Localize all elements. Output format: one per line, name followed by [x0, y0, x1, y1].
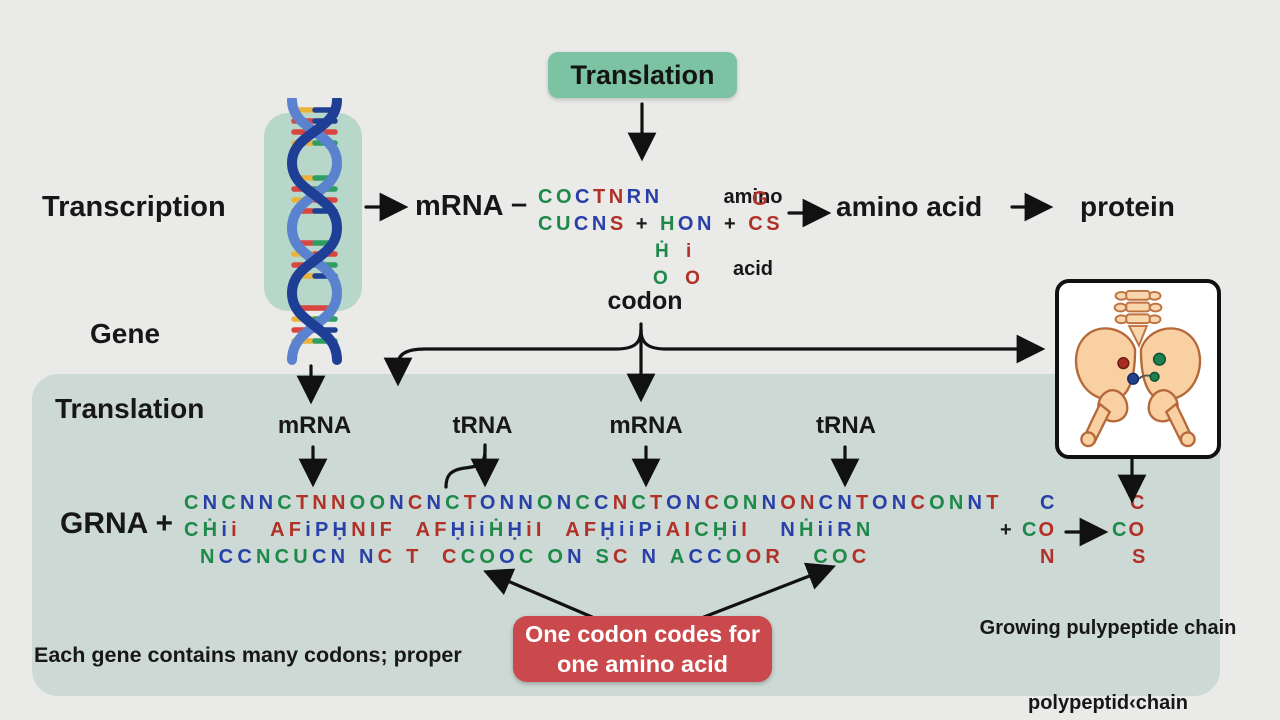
strand-label-mrna-2: mRNA	[609, 412, 683, 439]
codon-label: codon	[607, 287, 683, 315]
translation-badge: Translation	[548, 52, 737, 98]
stack2-top: C	[1130, 492, 1149, 514]
mrna-sequence-row1: COCTNRN	[538, 186, 663, 208]
mrna-top-label: mRNA	[415, 190, 504, 222]
growing-chain-caption: Growing pulypeptide chain polypeptid‹cha…	[979, 617, 1237, 714]
grna-label: GRNA +	[60, 507, 174, 540]
pelvis-bones-icon	[1074, 289, 1202, 448]
codon-sequence-row2: CḢii AFiPḤNIF AFḤiiḢḤiI AFḤiiPiAICḤiI NḢ…	[184, 519, 875, 541]
amino-acid-large-label: amino acid	[836, 191, 983, 222]
trait-image-box	[1055, 279, 1221, 459]
transcription-label: Transcription	[42, 191, 226, 223]
mrna-sequence-row2: CUCNS + HON + CS	[538, 213, 784, 235]
codon-sequence-row1: CNCNNCTNNOONCNCTONNONCCNCTONCONNONCNTONC…	[184, 492, 1003, 514]
translation-badge-label: Translation	[570, 59, 715, 90]
codon-sequence-row3: NCCNCUCN NC T CCOOC ON SC N ACCOOR COC	[200, 546, 871, 568]
gene-codon-note: Each gene contains many codons; proper c…	[34, 643, 462, 667]
codon-rule-badge: One codon codes for one amino acid	[513, 616, 772, 682]
plus-sign: +	[1000, 519, 1016, 541]
strand-label-trna-2: tRNA	[816, 412, 876, 439]
dna-helix-icon	[286, 98, 343, 365]
box-translation-label: Translation	[55, 393, 205, 424]
formula-row4: O O	[653, 268, 706, 289]
gene-label: Gene	[90, 318, 161, 349]
protein-label: protein	[1080, 191, 1175, 222]
amino-acid-small-label: amino acid	[723, 186, 783, 280]
amino-acid-letter: G	[752, 188, 772, 210]
stack1-top: C	[1040, 492, 1059, 514]
stack2-mid: CO	[1112, 519, 1147, 541]
stack2-bottom: S	[1132, 546, 1150, 568]
formula-row3: Ḣ i	[655, 241, 698, 262]
strand-label-trna-1: tRNA	[452, 412, 513, 439]
dash: –	[511, 188, 528, 220]
strand-label-mrna-1: mRNA	[277, 412, 352, 439]
stack1-mid: CO	[1022, 519, 1057, 541]
stack1-bottom: N	[1040, 546, 1059, 568]
